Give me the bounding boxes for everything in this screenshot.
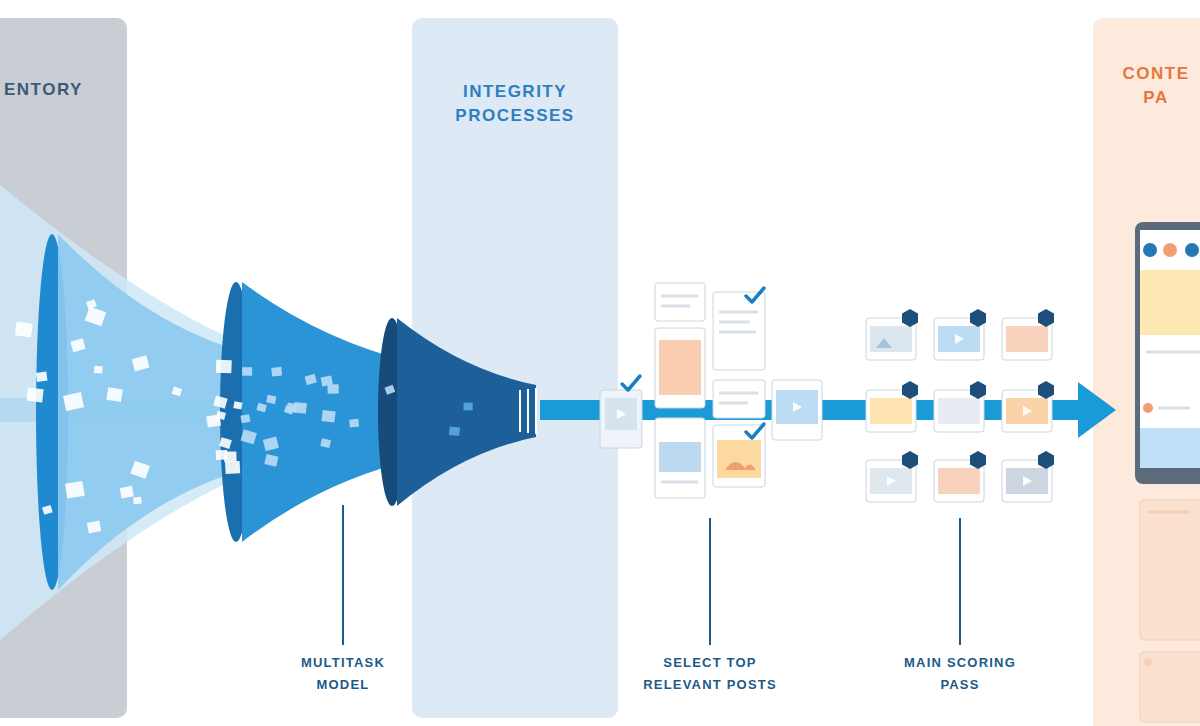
post-square xyxy=(133,497,142,505)
stage-label: MAIN SCORING PASS xyxy=(890,652,1030,696)
post-square xyxy=(120,486,134,499)
post-square xyxy=(216,360,232,374)
post-square xyxy=(70,338,85,352)
stage-title: ENTORY xyxy=(4,78,122,102)
post-square xyxy=(26,388,43,403)
post-square xyxy=(65,481,85,499)
post-square xyxy=(385,385,396,395)
post-square xyxy=(224,451,237,462)
post-square xyxy=(94,366,103,374)
post-square xyxy=(240,414,250,423)
post-square xyxy=(349,419,359,428)
post-square xyxy=(106,387,122,402)
post-square xyxy=(36,372,48,382)
post-square xyxy=(63,392,84,411)
post-square xyxy=(15,322,33,338)
post-square xyxy=(263,437,279,452)
post-square xyxy=(241,429,257,444)
post-square xyxy=(132,355,150,371)
post-square xyxy=(449,426,460,436)
post-square xyxy=(172,387,182,397)
stage-title: INTEGRITY PROCESSES xyxy=(450,80,580,128)
post-square xyxy=(321,410,335,423)
post-square xyxy=(256,403,267,413)
post-square xyxy=(264,454,278,467)
post-square xyxy=(42,505,53,515)
stage-label: SELECT TOP RELEVANT POSTS xyxy=(630,652,790,696)
post-square xyxy=(328,384,339,394)
post-square xyxy=(464,403,473,411)
post-square xyxy=(305,374,317,385)
post-square xyxy=(206,414,221,427)
post-square xyxy=(130,461,150,479)
post-square xyxy=(213,395,227,408)
post-square xyxy=(87,520,101,533)
stage-label: MULTITASK MODEL xyxy=(287,652,399,696)
post-square xyxy=(233,401,242,409)
post-square xyxy=(266,395,276,404)
post-square xyxy=(293,402,307,414)
stage-title: CONTE PA xyxy=(1117,62,1195,110)
post-square xyxy=(219,437,232,449)
post-square xyxy=(320,438,331,448)
post-square xyxy=(284,405,295,415)
post-square xyxy=(271,367,282,377)
post-square xyxy=(225,461,240,474)
post-square xyxy=(242,367,252,376)
post-square xyxy=(86,299,97,309)
post-square xyxy=(85,307,106,327)
